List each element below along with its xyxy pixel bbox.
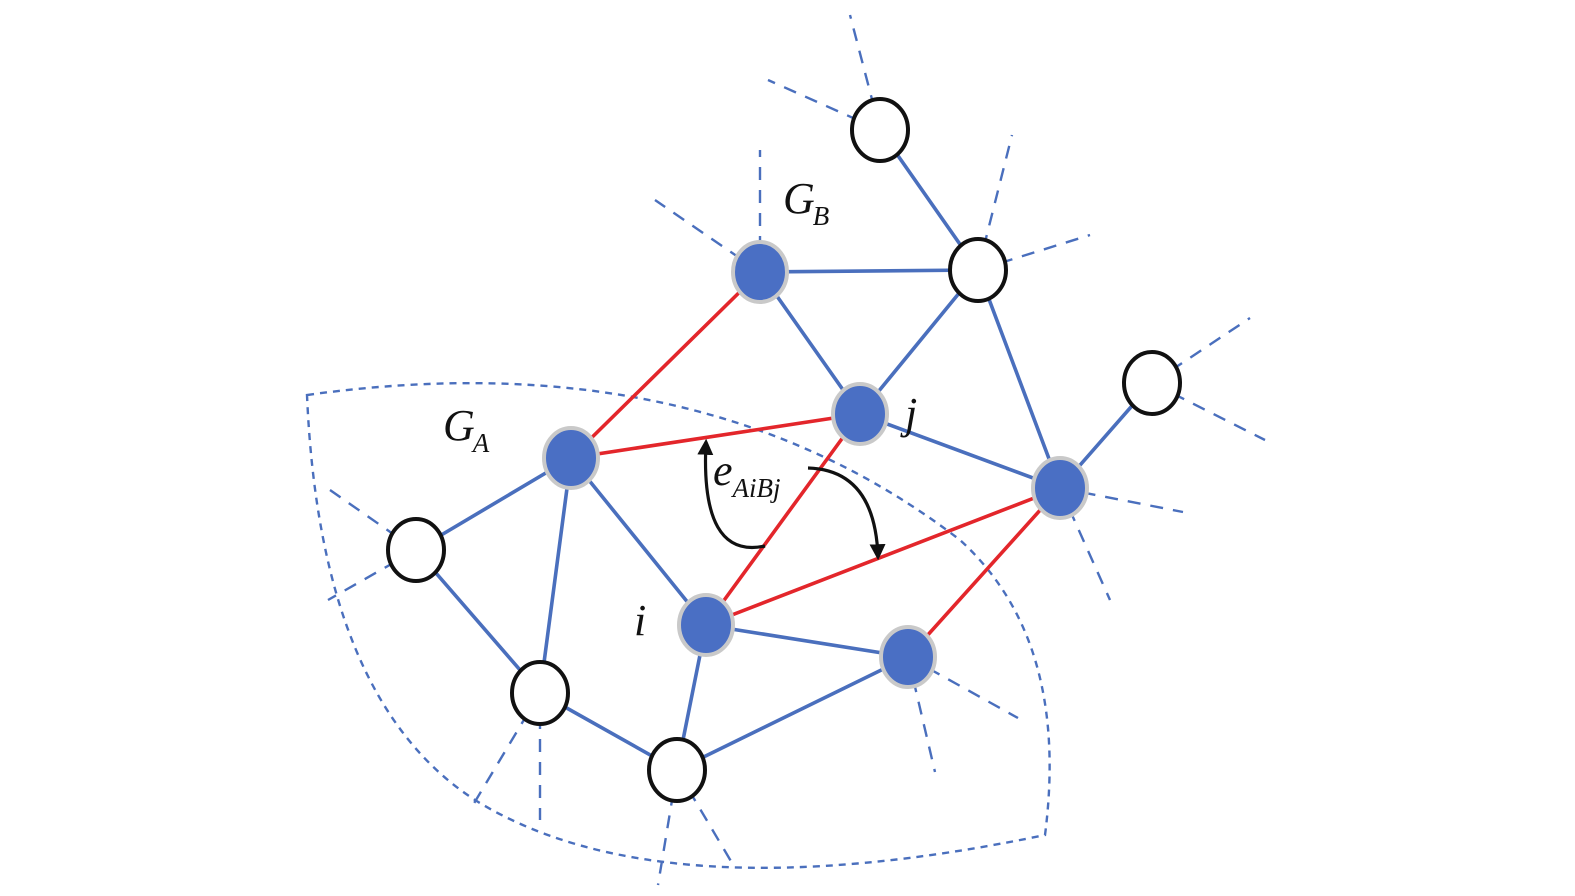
edge-indicator-arrows bbox=[697, 438, 886, 561]
node-j-label: j bbox=[900, 389, 917, 438]
graph-b-label: GB bbox=[783, 174, 829, 231]
node-j bbox=[831, 382, 889, 446]
open-node bbox=[948, 237, 1008, 303]
open-node bbox=[647, 737, 707, 803]
filled-node-lower bbox=[879, 625, 937, 689]
up-arrow bbox=[697, 438, 766, 549]
node-i bbox=[677, 593, 735, 657]
open-node bbox=[1122, 350, 1182, 416]
neighborhood-boundary bbox=[305, 381, 1051, 869]
node-i-label: i bbox=[634, 596, 646, 645]
down-arrow bbox=[807, 466, 886, 561]
open-nodes bbox=[386, 97, 1182, 803]
graph-a-label: GA bbox=[443, 401, 490, 458]
filled-node-gb bbox=[731, 240, 789, 304]
filled-nodes bbox=[542, 240, 1089, 689]
filled-node-right bbox=[1031, 456, 1089, 520]
stub-edges bbox=[327, 14, 1266, 886]
open-node bbox=[386, 517, 446, 583]
open-node bbox=[850, 97, 910, 163]
edge-label: eAiBj bbox=[713, 446, 781, 503]
open-node bbox=[510, 660, 570, 726]
filled-node-ga bbox=[542, 426, 600, 490]
